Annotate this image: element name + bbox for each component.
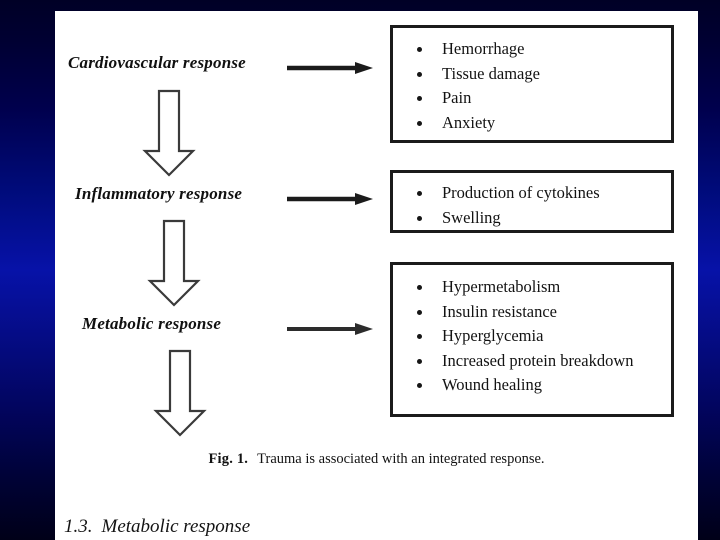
right-arrow-icon [287, 192, 373, 206]
outcome-box-cardiovascular: Hemorrhage Tissue damage Pain Anxiety [390, 25, 674, 143]
outcome-list: Production of cytokines Swelling [393, 173, 671, 230]
list-item: Anxiety [393, 111, 671, 136]
figure-caption-text: Trauma is associated with an integrated … [257, 451, 545, 467]
slide-content-panel: Cardiovascular response Hemorrhage Tissu… [55, 11, 698, 540]
right-arrow-icon [287, 322, 373, 336]
section-number: 1.3. [64, 516, 93, 537]
list-item: Insulin resistance [393, 300, 671, 325]
section-title: Metabolic response [101, 516, 251, 537]
outcome-list: Hemorrhage Tissue damage Pain Anxiety [393, 28, 671, 135]
down-block-arrow-icon [153, 349, 207, 437]
list-item: Increased protein breakdown [393, 349, 671, 374]
list-item: Tissue damage [393, 62, 671, 87]
list-item: Pain [393, 86, 671, 111]
section-heading: 1.3. Metabolic response [64, 516, 250, 538]
stage-label-cardiovascular: Cardiovascular response [68, 53, 246, 72]
down-block-arrow-icon [147, 219, 201, 307]
list-item: Production of cytokines [393, 181, 671, 206]
right-arrow-icon [287, 61, 373, 75]
outcome-box-metabolic: Hypermetabolism Insulin resistance Hyper… [390, 262, 674, 417]
outcome-list: Hypermetabolism Insulin resistance Hyper… [393, 265, 671, 398]
outcome-box-inflammatory: Production of cytokines Swelling [390, 170, 674, 233]
list-item: Hemorrhage [393, 37, 671, 62]
list-item: Swelling [393, 206, 671, 231]
list-item: Hypermetabolism [393, 275, 671, 300]
list-item: Hyperglycemia [393, 324, 671, 349]
down-block-arrow-icon [142, 89, 196, 177]
stage-label-metabolic: Metabolic response [82, 314, 222, 333]
figure-caption: Fig. 1. Trauma is associated with an inte… [55, 451, 698, 468]
list-item: Wound healing [393, 373, 671, 398]
figure-number: Fig. 1. [208, 451, 249, 467]
stage-label-inflammatory: Inflammatory response [75, 184, 243, 203]
